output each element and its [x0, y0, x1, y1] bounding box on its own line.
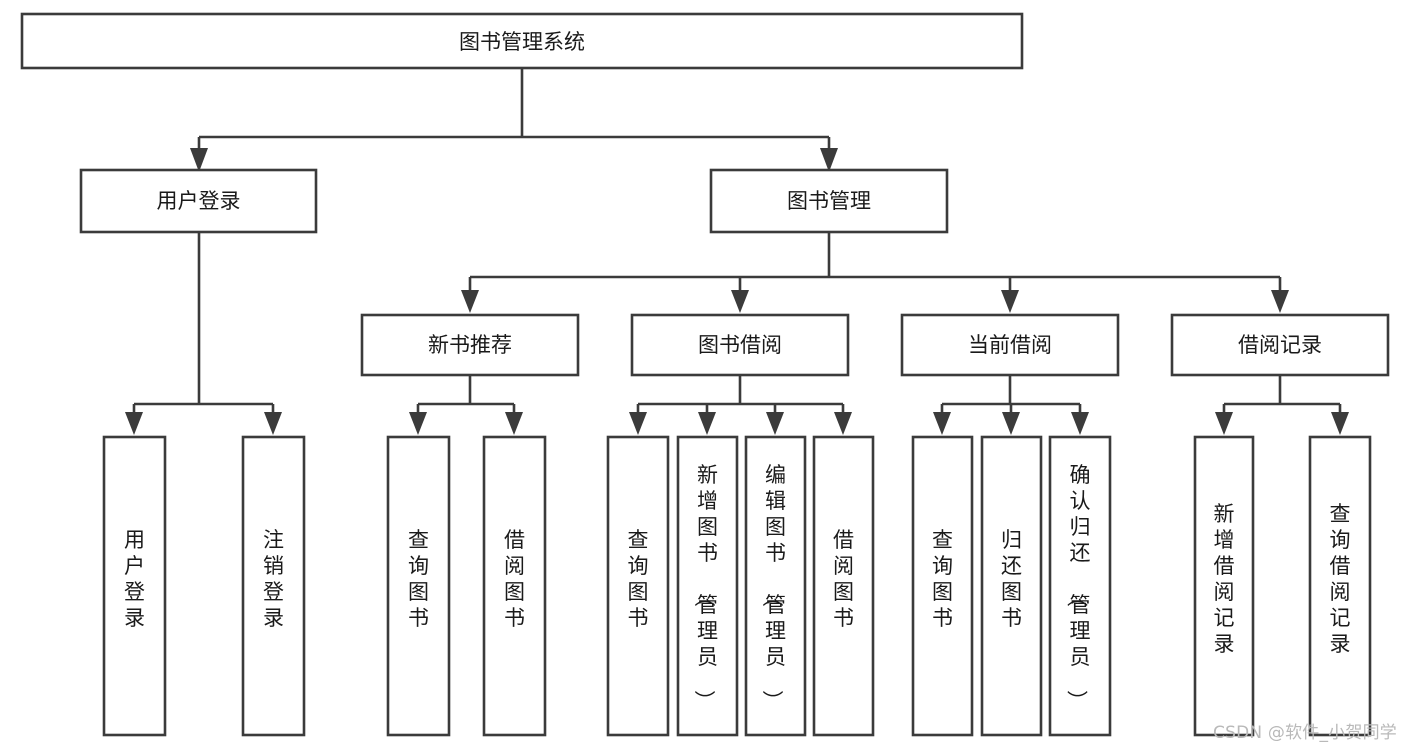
node-book-manage[interactable]: 图书管理 [709, 168, 949, 234]
node-leaf-query-book-2-label: 查询图书 [628, 528, 649, 630]
arrowhead-to-current-borrow [1001, 290, 1019, 313]
arrowhead-to-leaf-edit-book [766, 412, 784, 435]
node-leaf-add-record-label: 新增借阅记录 [1214, 502, 1235, 656]
arrowhead-to-leaf-add-record [1215, 412, 1233, 435]
csdn-watermark: CSDN @软件_小贺同学 [1213, 723, 1397, 743]
node-leaf-user-logout[interactable]: 注销登录 [241, 435, 306, 737]
node-leaf-query-book-1[interactable]: 查询图书 [386, 435, 451, 737]
connector-new-book-rec-trunk [416, 375, 516, 422]
arrowhead-to-book-manage [820, 148, 838, 172]
node-leaf-user-login[interactable]: 用户登录 [102, 435, 167, 737]
node-leaf-query-record[interactable]: 查询借阅记录 [1308, 435, 1372, 737]
node-user-login-label: 用户登录 [157, 189, 241, 213]
node-leaf-return-book-box[interactable] [980, 435, 1043, 737]
node-user-login-box[interactable] [79, 168, 318, 234]
node-leaf-add-book-box[interactable] [676, 435, 739, 737]
node-leaf-confirm-return-label: 确认归还（管理员） [1065, 463, 1091, 711]
node-new-book-rec[interactable]: 新书推荐 [360, 313, 580, 377]
node-leaf-query-book-3-label: 查询图书 [932, 528, 953, 630]
node-leaf-borrow-book-2-box[interactable] [812, 435, 875, 737]
node-leaf-query-book-1-box[interactable] [386, 435, 451, 737]
arrowhead-to-leaf-borrow-book-1 [505, 412, 523, 435]
node-leaf-query-book-2-box[interactable] [606, 435, 670, 737]
connector-borrow-record-trunk [1222, 375, 1342, 422]
node-leaf-add-book-label: 新增图书（管理员） [692, 463, 718, 711]
arrowhead-to-borrow-record [1271, 290, 1289, 313]
connector-book-borrow-trunk [636, 375, 845, 422]
node-borrow-record[interactable]: 借阅记录 [1170, 313, 1390, 377]
node-leaf-edit-book-label: 编辑图书（管理员） [760, 463, 786, 711]
node-root-box[interactable] [20, 12, 1024, 70]
node-leaf-query-record-label: 查询借阅记录 [1330, 502, 1351, 656]
arrowhead-to-leaf-add-book [698, 412, 716, 435]
arrowhead-to-leaf-confirm-return [1071, 412, 1089, 435]
node-leaf-add-record[interactable]: 新增借阅记录 [1193, 435, 1255, 737]
arrowhead-to-book-borrow [731, 290, 749, 313]
node-leaf-edit-book[interactable]: 编辑图书（管理员） [744, 435, 807, 737]
arrowhead-to-leaf-query-book-3 [933, 412, 951, 435]
node-book-borrow[interactable]: 图书借阅 [630, 313, 850, 377]
node-leaf-borrow-book-1[interactable]: 借阅图书 [482, 435, 547, 737]
arrowhead-to-leaf-user-login [125, 412, 143, 435]
node-book-borrow-box[interactable] [630, 313, 850, 377]
node-borrow-record-label: 借阅记录 [1238, 333, 1322, 357]
node-leaf-borrow-book-2-label: 借阅图书 [833, 528, 854, 630]
node-leaf-confirm-return[interactable]: 确认归还（管理员） [1048, 435, 1112, 737]
node-leaf-user-login-label: 用户登录 [124, 528, 145, 630]
node-leaf-query-record-box[interactable] [1308, 435, 1372, 737]
arrowhead-to-leaf-query-book-1 [409, 412, 427, 435]
node-user-login[interactable]: 用户登录 [79, 168, 318, 234]
arrowhead-to-leaf-user-logout [264, 412, 282, 435]
node-leaf-confirm-return-box[interactable] [1048, 435, 1112, 737]
node-borrow-record-box[interactable] [1170, 313, 1390, 377]
arrowhead-to-leaf-query-record [1331, 412, 1349, 435]
node-book-manage-box[interactable] [709, 168, 949, 234]
node-book-borrow-label: 图书借阅 [698, 333, 782, 357]
arrowhead-to-leaf-return-book [1002, 412, 1020, 435]
node-leaf-borrow-book-1-label: 借阅图书 [504, 528, 525, 630]
node-leaf-borrow-book-1-box[interactable] [482, 435, 547, 737]
node-leaf-user-login-box[interactable] [102, 435, 167, 737]
node-leaf-query-book-3-box[interactable] [911, 435, 974, 737]
node-root-label: 图书管理系统 [459, 30, 585, 54]
node-root[interactable]: 图书管理系统 [20, 12, 1024, 70]
connector-user-login-trunk [132, 232, 275, 422]
node-leaf-query-book-2[interactable]: 查询图书 [606, 435, 670, 737]
arrowhead-to-new-book-rec [461, 290, 479, 313]
arrowhead-to-user-login [190, 148, 208, 172]
node-leaf-add-book[interactable]: 新增图书（管理员） [676, 435, 739, 737]
node-leaf-return-book-label: 归还图书 [1001, 528, 1022, 630]
connector-book-manage-trunk [468, 232, 1282, 300]
node-leaf-query-book-1-label: 查询图书 [408, 528, 429, 630]
node-new-book-rec-label: 新书推荐 [428, 333, 512, 357]
node-leaf-user-logout-label: 注销登录 [263, 528, 284, 630]
node-current-borrow[interactable]: 当前借阅 [900, 313, 1120, 377]
node-current-borrow-box[interactable] [900, 313, 1120, 377]
node-leaf-borrow-book-2[interactable]: 借阅图书 [812, 435, 875, 737]
connector-layer [125, 68, 1349, 435]
arrowhead-to-leaf-query-book-2 [629, 412, 647, 435]
node-leaf-query-book-3[interactable]: 查询图书 [911, 435, 974, 737]
node-leaf-user-logout-box[interactable] [241, 435, 306, 737]
node-current-borrow-label: 当前借阅 [968, 333, 1052, 357]
node-leaf-edit-book-box[interactable] [744, 435, 807, 737]
node-leaf-return-book[interactable]: 归还图书 [980, 435, 1043, 737]
connector-root-trunk [197, 68, 831, 160]
node-book-manage-label: 图书管理 [787, 189, 871, 213]
arrowhead-to-leaf-borrow-book-2 [834, 412, 852, 435]
node-new-book-rec-box[interactable] [360, 313, 580, 377]
node-leaf-add-record-box[interactable] [1193, 435, 1255, 737]
